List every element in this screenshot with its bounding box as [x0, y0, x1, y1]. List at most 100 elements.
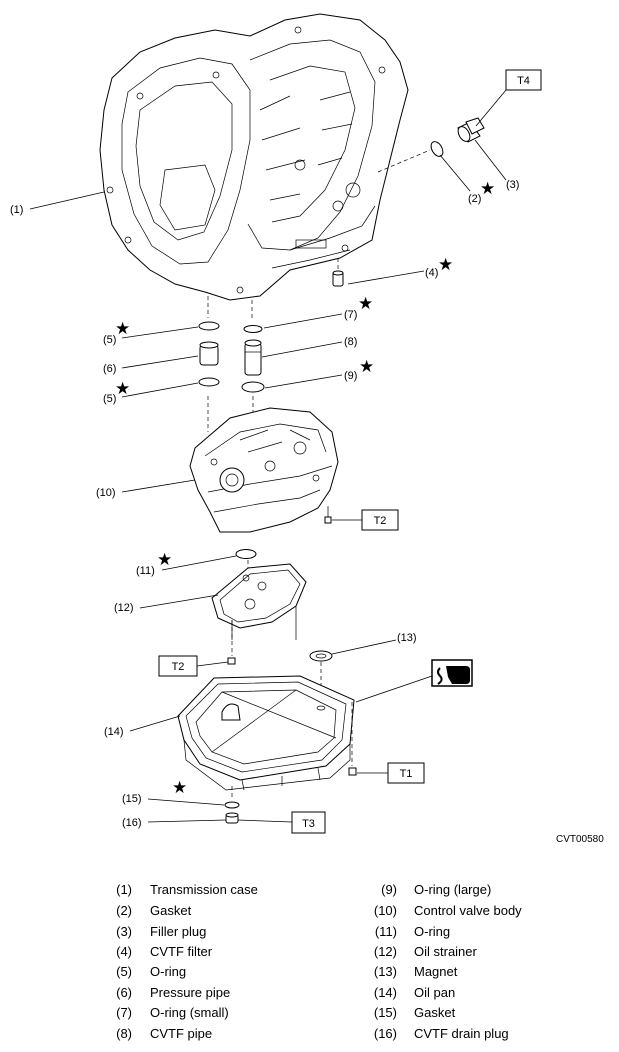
- legend-item: (15) Gasket: [0, 1003, 619, 1023]
- gasket-2: [430, 141, 444, 157]
- replace-star-icon: ★: [115, 319, 130, 339]
- callout-5-lower: (5): [103, 393, 116, 405]
- torque-box-t2-lower: T2: [158, 655, 198, 677]
- legend-item: (9) O-ring (large): [0, 880, 619, 900]
- o-ring-large: [241, 381, 265, 393]
- gasket-15: [224, 801, 240, 809]
- legend-text: Pressure pipe: [150, 985, 231, 1000]
- transmission-case: [99, 13, 409, 301]
- callout-15: (15): [122, 793, 142, 805]
- legend-number: (12): [373, 944, 397, 959]
- legend-item: (4) CVTF filter: [0, 942, 300, 962]
- legend-item: (7) O-ring (small): [0, 1003, 300, 1023]
- legend-number: (5): [116, 964, 132, 979]
- exploded-diagram: (1) (2) (3) (4) (5) (6) (5) (7) (8) (9) …: [10, 13, 604, 845]
- callout-4: (4): [425, 267, 438, 279]
- oil-pan: [177, 675, 355, 791]
- callout-10: (10): [96, 487, 116, 499]
- torque-box-t3: T3: [291, 811, 326, 834]
- torque-box-t2-upper: T2: [361, 509, 399, 531]
- callout-9: (9): [344, 370, 357, 382]
- legend-number: (7): [116, 1005, 132, 1020]
- bolt-t2-upper: [324, 506, 332, 524]
- legend-number: (10): [373, 903, 397, 918]
- legend-number: (2): [116, 903, 132, 918]
- legend-item: (16) CVTF drain plug: [0, 1024, 619, 1044]
- legend-number: (3): [116, 924, 132, 939]
- legend-text: O-ring: [150, 964, 187, 979]
- callout-7: (7): [344, 309, 357, 321]
- figure-id: CVT00580: [556, 834, 604, 845]
- axis-line: [377, 149, 431, 173]
- legend-item: (1) Transmission case: [0, 880, 300, 900]
- cvtf-filter: [332, 258, 344, 287]
- control-valve-body: [189, 407, 339, 533]
- callout-16: (16): [122, 817, 142, 829]
- replace-star-icon: ★: [359, 357, 374, 377]
- callout-3: (3): [506, 179, 519, 191]
- callout-5-upper: (5): [103, 334, 116, 346]
- legend-item: (10) Control valve body: [0, 901, 619, 921]
- legend-number: (14): [373, 985, 397, 1000]
- legend-number: (4): [116, 944, 132, 959]
- legend-item: (12) Oil strainer: [0, 942, 619, 962]
- legend-text: Oil strainer: [414, 944, 477, 959]
- o-ring-5-upper: [198, 321, 220, 331]
- legend-item: (13) Magnet: [0, 962, 619, 982]
- legend-item: (14) Oil pan: [0, 983, 619, 1003]
- legend-text: CVTF drain plug: [414, 1026, 509, 1041]
- legend-text: CVTF pipe: [150, 1026, 213, 1041]
- o-ring-11: [235, 549, 257, 559]
- legend-number: (11): [374, 924, 397, 939]
- legend-number: (13): [373, 964, 397, 979]
- legend-text: Transmission case: [150, 882, 258, 897]
- filler-plug: [457, 117, 485, 143]
- torque-box-t4: T4: [475, 69, 542, 127]
- legend-item: (11) O-ring: [0, 922, 619, 942]
- legend-number: (16): [373, 1026, 397, 1041]
- callout-1: (1): [10, 204, 23, 216]
- legend-text: Gasket: [150, 903, 192, 918]
- callout-13: (13): [397, 632, 417, 644]
- callout-8: (8): [344, 336, 357, 348]
- replace-star-icon: ★: [172, 778, 187, 798]
- legend-item: (5) O-ring: [0, 962, 300, 982]
- callout-12: (12): [114, 602, 134, 614]
- legend-number: (15): [373, 1005, 397, 1020]
- svg-text:T2: T2: [374, 515, 387, 527]
- bolt-t2-lower: [227, 657, 236, 665]
- callout-11: (11): [136, 565, 155, 577]
- legend-text: Filler plug: [150, 924, 207, 939]
- legend-number: (6): [116, 985, 132, 1000]
- o-ring-5-lower: [198, 377, 220, 387]
- legend-number: (1): [116, 882, 132, 897]
- legend-text: O-ring (large): [414, 882, 492, 897]
- legend-text: Control valve body: [414, 903, 522, 918]
- legend-item: (3) Filler plug: [0, 922, 300, 942]
- legend-text: Gasket: [414, 1005, 456, 1020]
- legend-item: (2) Gasket: [0, 901, 300, 921]
- callout-2: (2): [468, 193, 481, 205]
- callout-6: (6): [103, 363, 116, 375]
- torque-box-t1: T1: [387, 762, 425, 784]
- legend-number: (9): [381, 882, 397, 897]
- bolt-t1: [348, 767, 357, 776]
- oil-strainer: [211, 563, 307, 640]
- legend-text: CVTF filter: [150, 944, 213, 959]
- replace-star-icon: ★: [480, 179, 495, 199]
- replace-star-icon: ★: [115, 379, 130, 399]
- legend-item: (6) Pressure pipe: [0, 983, 300, 1003]
- legend-item: (8) CVTF pipe: [0, 1024, 300, 1044]
- parts-legend: (1) Transmission case (2) Gasket (3) Fil…: [0, 876, 619, 1046]
- pressure-pipe: [199, 341, 219, 366]
- legend-text: O-ring (small): [150, 1005, 229, 1020]
- callout-14: (14): [104, 726, 124, 738]
- replace-star-icon: ★: [358, 294, 373, 314]
- magnet: [309, 650, 333, 662]
- fluid-icon: [431, 659, 473, 687]
- leader-lines: [29, 139, 507, 823]
- legend-text: Magnet: [414, 964, 458, 979]
- svg-text:T3: T3: [302, 818, 315, 830]
- cvtf-pipe: [244, 339, 262, 376]
- legend-text: Oil pan: [414, 985, 456, 1000]
